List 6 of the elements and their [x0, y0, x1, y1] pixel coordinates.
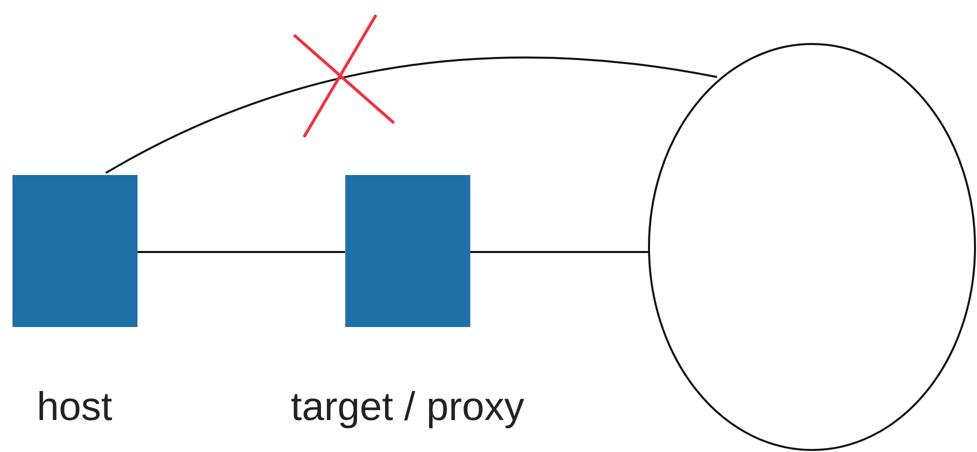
connector-line	[105, 56, 718, 174]
connector-line	[137, 251, 345, 253]
node-label: target / proxy	[290, 387, 524, 427]
node-label: host	[36, 387, 112, 427]
circle	[648, 43, 976, 451]
connector-line	[470, 251, 649, 253]
